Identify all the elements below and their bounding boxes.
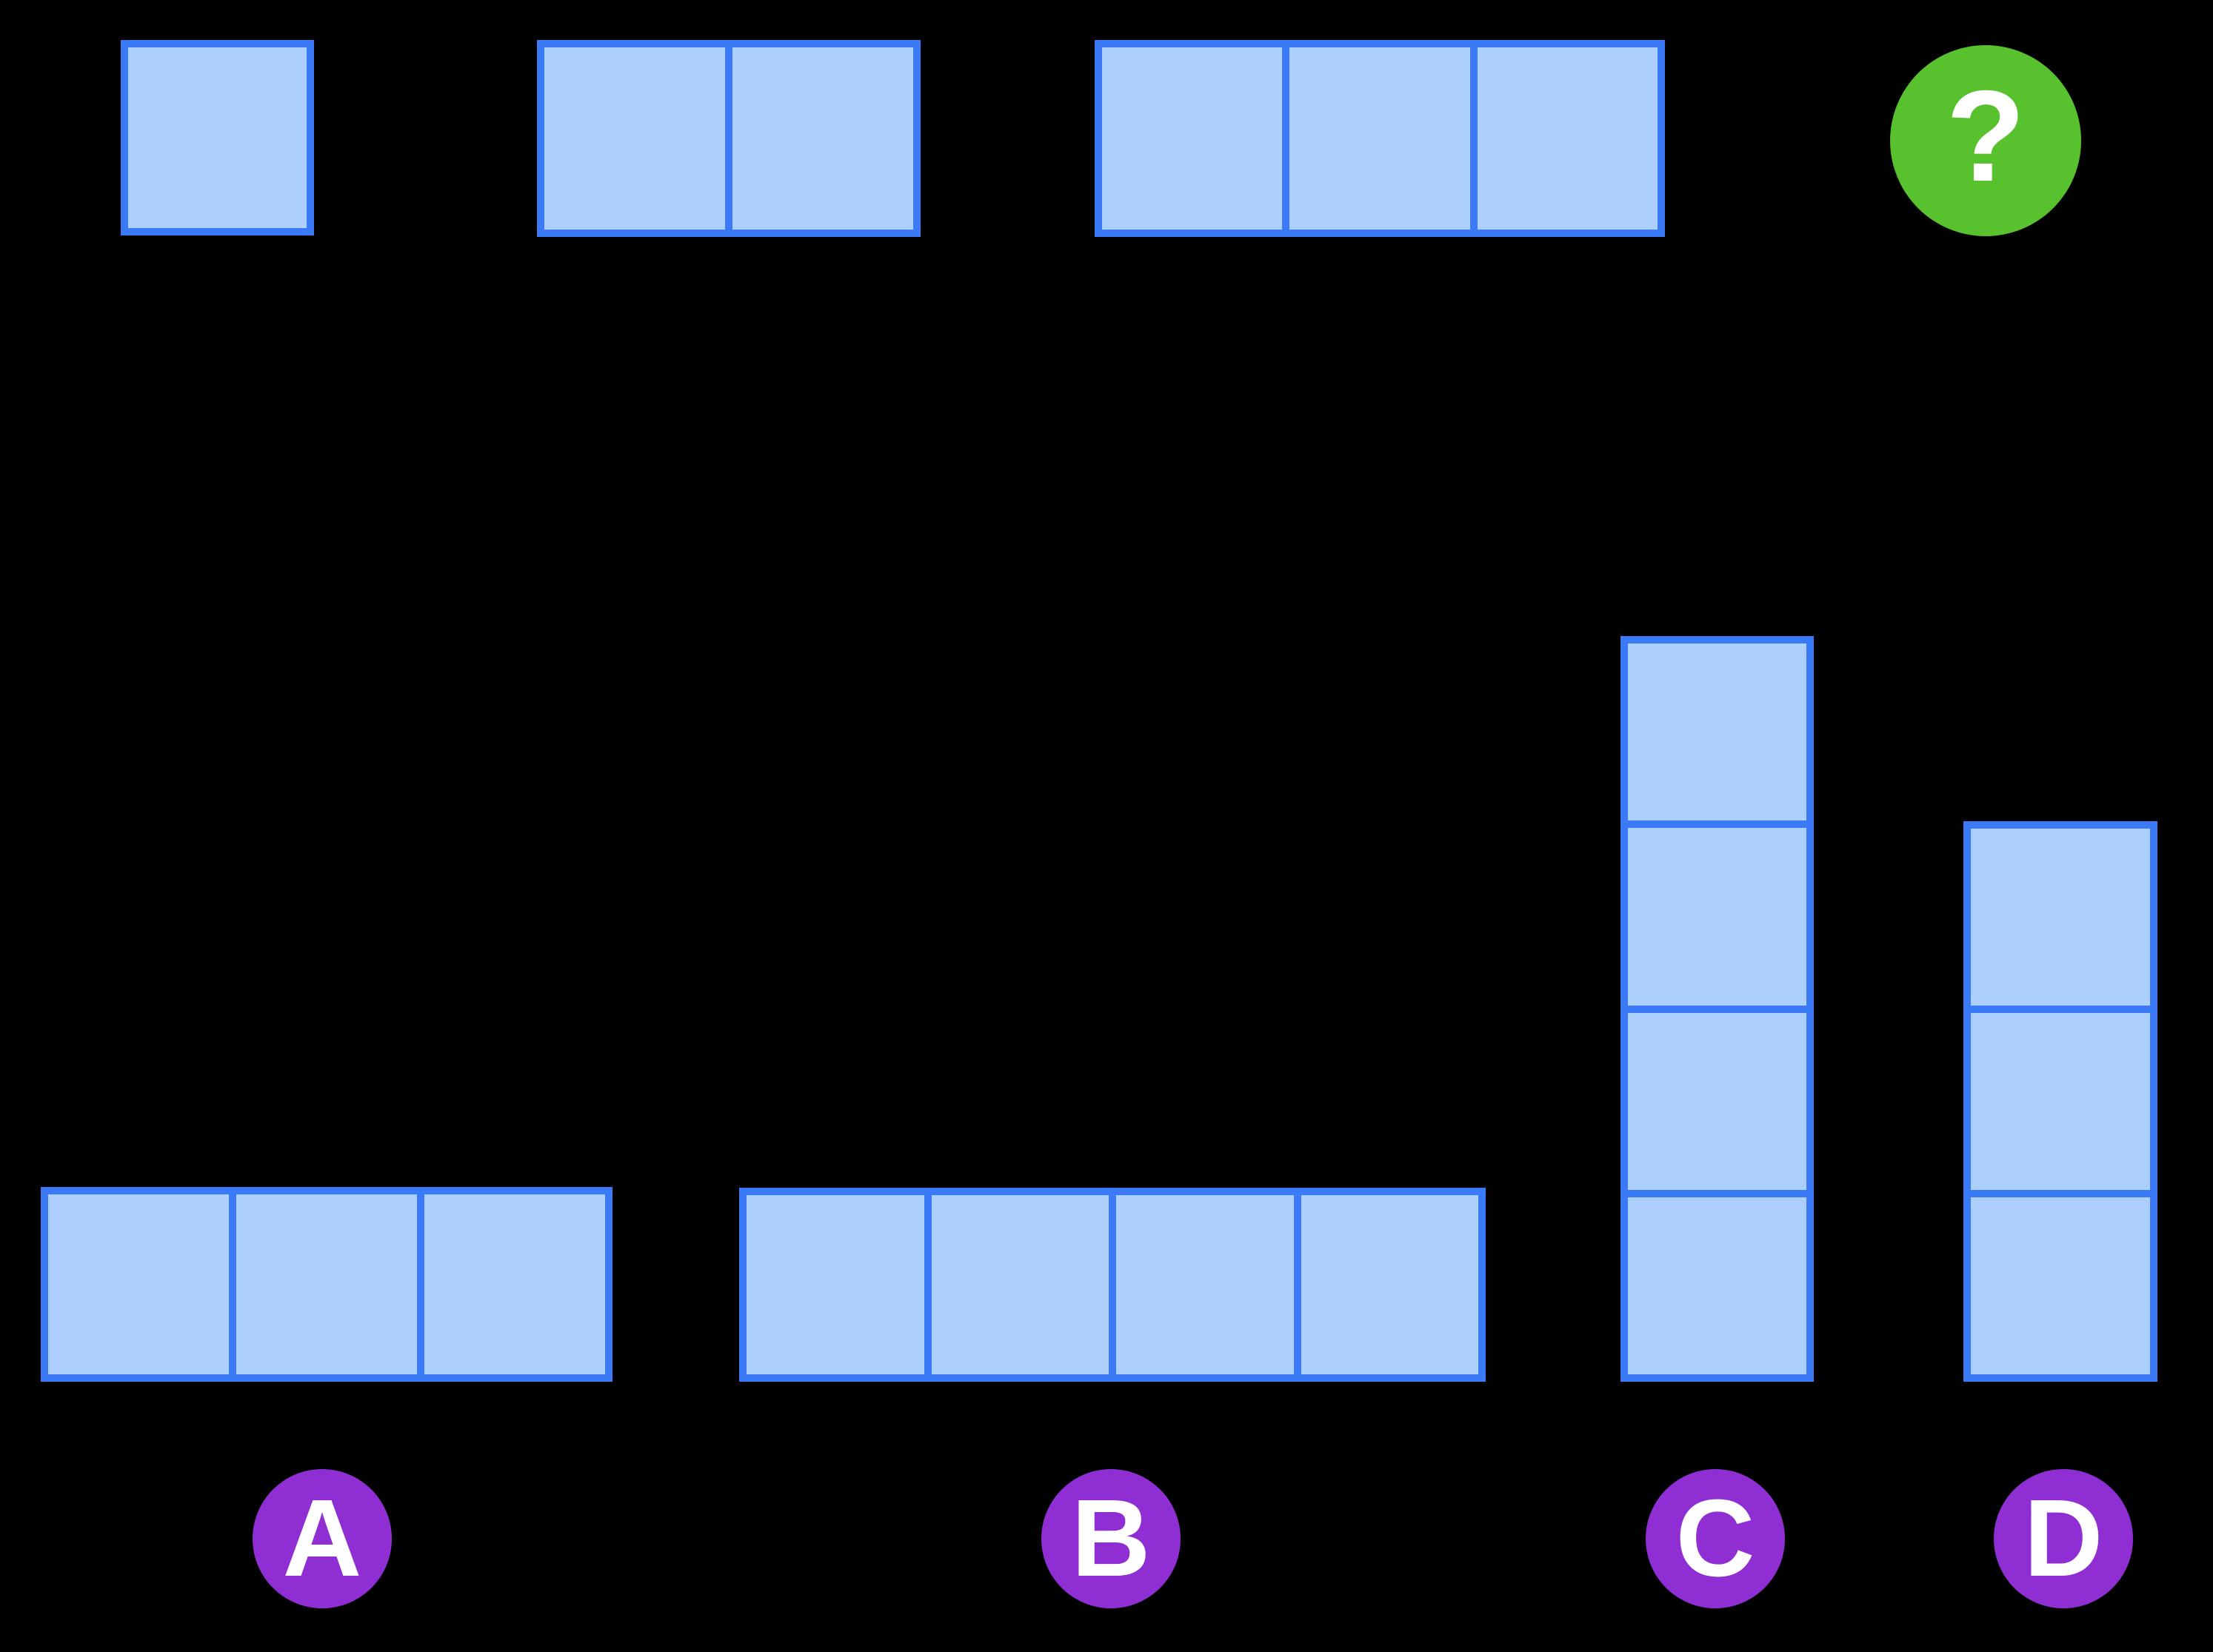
option-a-label: A xyxy=(282,1477,362,1599)
sequence-term-3 xyxy=(1095,40,1665,237)
unit-square xyxy=(48,1194,229,1374)
unit-square xyxy=(732,47,913,230)
unit-square xyxy=(128,47,307,228)
unit-square xyxy=(1971,1197,2150,1374)
unit-square xyxy=(1477,47,1658,230)
sequence-term-2 xyxy=(537,40,921,237)
sequence-term-1 xyxy=(121,40,314,235)
unit-square xyxy=(1116,1195,1294,1374)
unit-square xyxy=(236,1194,417,1374)
question-mark-badge: ? xyxy=(1890,45,2081,236)
unit-square xyxy=(931,1195,1109,1374)
unit-square xyxy=(747,1195,924,1374)
option-b-shape[interactable] xyxy=(739,1188,1486,1382)
option-b-label: B xyxy=(1071,1477,1151,1599)
option-d-shape[interactable] xyxy=(1963,821,2157,1382)
option-d-label: D xyxy=(2023,1477,2103,1599)
unit-square xyxy=(1628,643,1806,821)
unit-square xyxy=(1289,47,1470,230)
option-a-shape[interactable] xyxy=(41,1187,613,1382)
option-c-label: C xyxy=(1675,1477,1755,1599)
unit-square xyxy=(1628,1197,1806,1374)
unit-square xyxy=(424,1194,605,1374)
option-c-shape[interactable] xyxy=(1620,636,1814,1382)
option-d-badge[interactable]: D xyxy=(1994,1469,2133,1608)
option-a-badge[interactable]: A xyxy=(253,1469,392,1608)
unit-square xyxy=(1628,1012,1806,1190)
question-mark: ? xyxy=(1946,64,2026,209)
option-c-badge[interactable]: C xyxy=(1646,1469,1785,1608)
option-b-badge[interactable]: B xyxy=(1041,1469,1181,1608)
unit-square xyxy=(1971,1013,2150,1190)
unit-square xyxy=(1628,828,1806,1006)
unit-square xyxy=(1102,47,1283,230)
unit-square xyxy=(1301,1195,1478,1374)
unit-square xyxy=(1971,829,2150,1006)
unit-square xyxy=(544,47,725,230)
